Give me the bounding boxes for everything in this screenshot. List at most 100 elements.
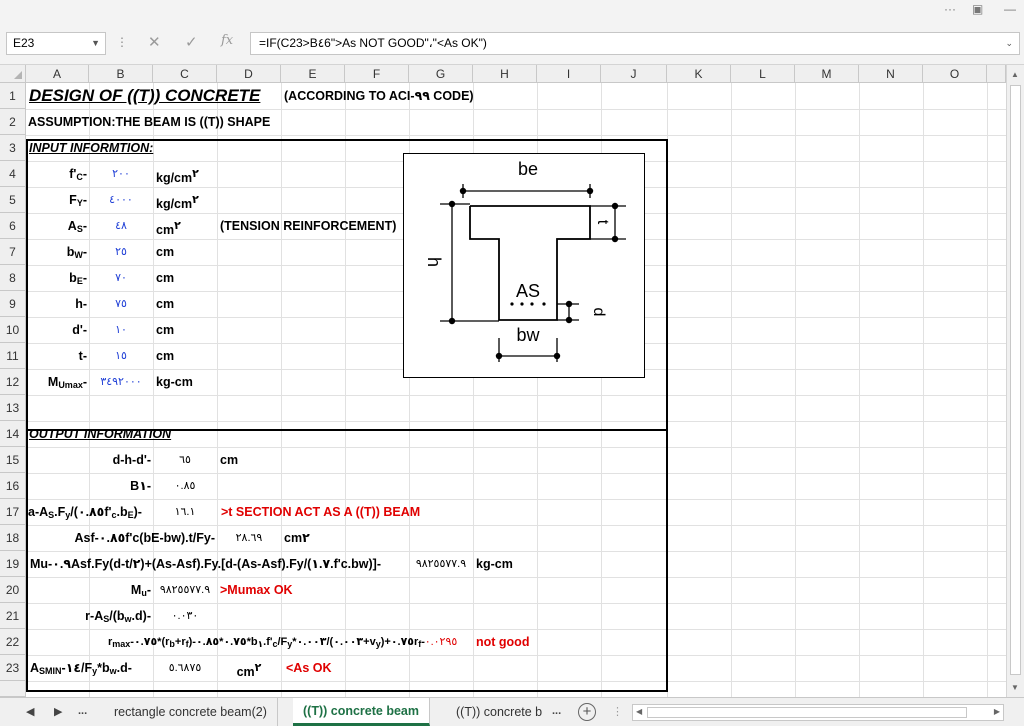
minimize-icon[interactable]: — — [1004, 2, 1016, 16]
mumax-value[interactable]: ٣٤٩٢٠٠٠ — [100, 376, 142, 388]
insert-function-icon[interactable]: fx — [221, 33, 234, 48]
sheet-title[interactable]: DESIGN OF ((T)) CONCRETE — [29, 86, 261, 105]
row-header-12[interactable]: 12 — [0, 369, 26, 395]
fy-value[interactable]: ٤٠٠٠ — [109, 194, 133, 206]
next-sheet-icon[interactable]: ▶ — [54, 706, 63, 718]
row-header-11[interactable]: 11 — [0, 343, 26, 369]
column-header-o[interactable]: O — [923, 65, 987, 83]
formula-input[interactable]: =IF(C23>B٤6">As NOT GOOD"،"<As OK") ⌄ — [250, 32, 1020, 55]
horizontal-scroll-thumb[interactable] — [647, 707, 967, 718]
horizontal-scrollbar[interactable]: ◀ ▶ — [632, 704, 1004, 721]
chevron-down-icon[interactable]: ▼ — [91, 38, 100, 48]
column-header-b[interactable]: B — [89, 65, 153, 83]
d-value[interactable]: ٦٥ — [179, 454, 191, 466]
as-value[interactable]: ٤٨ — [115, 220, 127, 232]
tab-t-concrete-beam[interactable]: ((T)) concrete beam — [293, 698, 430, 726]
tab-t-concrete-beam-2[interactable]: ((T)) concrete b — [456, 705, 543, 719]
tab-rectangle-concrete-beam-2[interactable]: rectangle concrete beam(2) — [104, 698, 278, 726]
column-header-g[interactable]: G — [409, 65, 473, 83]
column-header-c[interactable]: C — [153, 65, 217, 83]
column-header-h[interactable]: H — [473, 65, 537, 83]
asf-value[interactable]: ٢٨.٦٩ — [235, 532, 263, 544]
column-header-p[interactable] — [987, 65, 1006, 83]
column-header-l[interactable]: L — [731, 65, 795, 83]
row-header-3[interactable]: 3 — [0, 135, 26, 161]
bw-label[interactable]: bW- — [66, 245, 87, 260]
d-unit[interactable]: cm — [220, 453, 239, 467]
row-header-10[interactable]: 10 — [0, 317, 26, 343]
expand-formula-icon[interactable]: ⌄ — [1005, 38, 1013, 48]
mu-calc-value[interactable]: ٩٨٢٥٥٧٧.٩ — [415, 558, 467, 570]
rmax-value[interactable]: ٠.٠٢٩٥ — [424, 636, 458, 648]
more-options-icon[interactable]: ··· — [944, 2, 956, 16]
mumax-unit[interactable]: kg-cm — [156, 375, 193, 389]
mu-formula-label[interactable]: Mu-٠.٩Asf.Fy(d-t/٢)+(As-Asf).Fy.[d-(As-A… — [30, 557, 381, 571]
rmax-check-message[interactable]: not good — [476, 635, 530, 649]
be-label[interactable]: bE- — [69, 271, 87, 286]
add-sheet-button[interactable]: + — [578, 703, 596, 721]
row-header-9[interactable]: 9 — [0, 291, 26, 317]
rmax-formula-label[interactable]: rmax-٠.٧٥*(rb+rf)-٠.٧٥*٠.٨٥*b١.f'c/Fy*٠.… — [108, 636, 425, 649]
scroll-left-icon[interactable]: ◀ — [636, 707, 643, 716]
fc-unit[interactable]: kg/cm٢ — [156, 161, 199, 187]
select-all-button[interactable] — [0, 65, 26, 83]
vertical-scrollbar[interactable]: ▲ ▼ — [1006, 65, 1024, 697]
fy-label[interactable]: FY- — [69, 193, 87, 208]
row-header-14[interactable]: 14 — [0, 421, 26, 447]
column-header-j[interactable]: J — [601, 65, 667, 83]
mu-value[interactable]: ٩٨٢٥٥٧٧.٩ — [159, 584, 211, 596]
t-label[interactable]: t- — [78, 349, 87, 363]
row-header-2[interactable]: 2 — [0, 109, 26, 135]
d-formula-label[interactable]: d-h-d'- — [112, 453, 151, 467]
output-section-title[interactable]: OUTPUT INFORMATION — [29, 427, 172, 441]
column-header-k[interactable]: K — [667, 65, 731, 83]
column-header-m[interactable]: M — [795, 65, 859, 83]
mu-label[interactable]: Mu- — [130, 583, 151, 598]
be-unit[interactable]: cm — [156, 271, 175, 285]
row-header-13[interactable]: 13 — [0, 395, 26, 421]
t-unit[interactable]: cm — [156, 349, 175, 363]
row-header-16[interactable]: 16 — [0, 473, 26, 499]
h-label[interactable]: h- — [75, 297, 87, 311]
row-header-7[interactable]: 7 — [0, 239, 26, 265]
column-header-n[interactable]: N — [859, 65, 923, 83]
asmin-check-message[interactable]: <As OK — [286, 661, 332, 675]
row-header-15[interactable]: 15 — [0, 447, 26, 473]
r-formula-label[interactable]: r-AS/(bw.d)- — [85, 609, 151, 624]
column-header-f[interactable]: F — [345, 65, 409, 83]
as-unit[interactable]: cm٢ — [156, 213, 181, 239]
more-sheets-left[interactable]: ... — [78, 705, 88, 717]
row-header-24[interactable] — [0, 681, 26, 697]
row-header-5[interactable]: 5 — [0, 187, 26, 213]
d-prime-label[interactable]: d'- — [72, 323, 87, 337]
row-header-4[interactable]: 4 — [0, 161, 26, 187]
row-header-1[interactable]: 1 — [0, 83, 26, 109]
b1-label[interactable]: B١- — [130, 479, 151, 493]
row-header-18[interactable]: 18 — [0, 525, 26, 551]
fc-label[interactable]: f'C- — [69, 167, 87, 182]
scroll-up-icon[interactable]: ▲ — [1011, 70, 1019, 79]
row-header-6[interactable]: 6 — [0, 213, 26, 239]
more-sheets-right[interactable]: ... — [552, 705, 562, 717]
tab-splitter-icon[interactable]: ⋮ — [612, 706, 623, 718]
asmin-unit[interactable]: cm٢ — [217, 655, 281, 681]
mumax-label[interactable]: MUmax- — [47, 375, 87, 390]
column-header-e[interactable]: E — [281, 65, 345, 83]
a-formula-label[interactable]: a-AS.Fy/(٠.٨٥f'c.bE)- — [28, 505, 142, 520]
fy-unit[interactable]: kg/cm٢ — [156, 187, 199, 213]
assumption-text[interactable]: ASSUMPTION:THE BEAM IS ((T)) SHAPE — [28, 115, 271, 129]
bw-unit[interactable]: cm — [156, 245, 175, 259]
cancel-icon[interactable]: ✕ — [148, 34, 161, 51]
vertical-scroll-thumb[interactable] — [1010, 85, 1021, 675]
enter-icon[interactable]: ✓ — [185, 34, 198, 51]
row-header-21[interactable]: 21 — [0, 603, 26, 629]
column-header-i[interactable]: I — [537, 65, 601, 83]
input-section-title[interactable]: INPUT INFORMTION: — [29, 141, 154, 155]
tension-note[interactable]: (TENSION REINFORCEMENT) — [220, 219, 397, 233]
row-header-22[interactable]: 22 — [0, 629, 26, 655]
scroll-right-icon[interactable]: ▶ — [993, 707, 1000, 716]
row-header-17[interactable]: 17 — [0, 499, 26, 525]
column-header-a[interactable]: A — [26, 65, 89, 83]
name-box[interactable]: E23 ▼ — [6, 32, 106, 55]
b1-value[interactable]: ٠.٨٥ — [174, 480, 196, 492]
